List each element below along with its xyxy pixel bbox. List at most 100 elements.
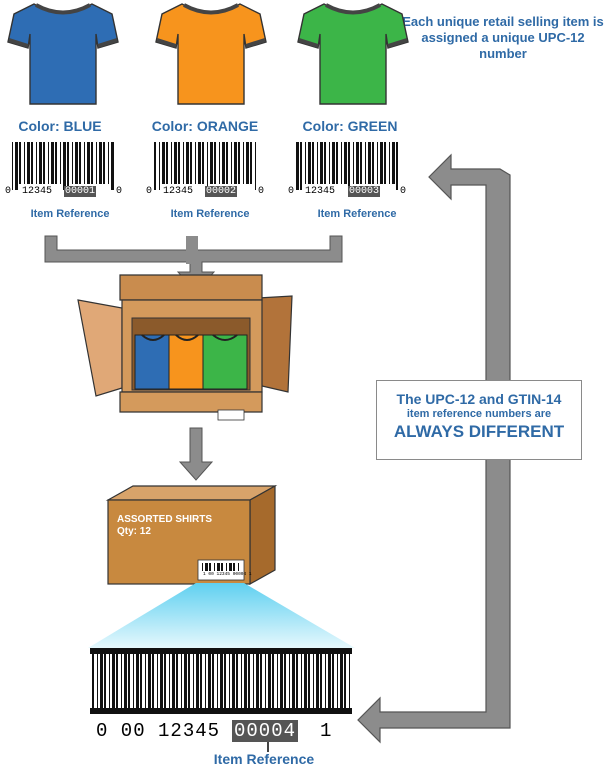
shirt-body <box>297 3 409 105</box>
upc-item-ref-digits: 00002 <box>205 186 238 197</box>
barcode-bar <box>372 142 374 184</box>
barcode-bar <box>195 142 196 184</box>
barcode-bar <box>157 654 158 708</box>
barcode-bar <box>231 142 232 184</box>
barcode-bar <box>304 654 307 708</box>
item-reference-label-blue: Item Reference <box>30 208 110 220</box>
upc-barcode-blue <box>12 142 114 190</box>
barcode-bar <box>24 142 25 184</box>
merge-arrow <box>44 235 343 293</box>
gtin-digits-item-ref: 00004 <box>232 720 299 742</box>
barcode-bar <box>84 142 85 184</box>
barcode-bar <box>208 654 211 708</box>
shirt-cuff <box>8 38 29 48</box>
barcode-bar <box>87 142 90 184</box>
barcode-bar <box>349 654 350 708</box>
barcode-bar <box>112 654 115 708</box>
barcode-bar <box>169 654 170 708</box>
upc-check-digit: 0 <box>258 186 265 197</box>
barcode-bar <box>344 654 346 708</box>
gtin-bearer-top <box>90 648 352 654</box>
shirt-cuff <box>387 38 408 48</box>
barcode-bar <box>19 142 21 184</box>
barcode-bar <box>92 654 94 708</box>
barcode-bar <box>255 142 256 190</box>
barcode-bar <box>210 142 213 184</box>
barcode-bar <box>51 142 54 184</box>
barcode-bar <box>193 654 194 708</box>
shirt-cuff <box>245 38 266 48</box>
barcode-bar <box>260 654 262 708</box>
info-line-2: item reference numbers are <box>406 408 552 420</box>
barcode-bar <box>250 142 252 184</box>
barcode-bar <box>171 142 172 184</box>
barcode-bar <box>256 654 259 708</box>
barcode-bar <box>72 142 73 184</box>
barcode-bar <box>248 654 250 708</box>
barcode-bar <box>222 142 225 184</box>
barcode-bar <box>305 142 306 184</box>
barcode-bar <box>356 142 359 184</box>
case-label-qty: Qty: 12 <box>117 526 151 537</box>
barcode-bar <box>27 142 30 184</box>
barcode-bar <box>181 654 182 708</box>
barcode-bar <box>184 654 187 708</box>
barcode-bar <box>389 142 390 184</box>
barcode-bar <box>317 142 318 184</box>
headline: Each unique retail selling item is assig… <box>402 14 604 61</box>
barcode-bar <box>360 142 362 184</box>
upc-item-ref-digits: 00001 <box>64 186 97 197</box>
barcode-bar <box>172 654 175 708</box>
barcode-bar <box>79 142 81 184</box>
barcode-bar <box>200 654 202 708</box>
barcode-bar <box>202 563 203 571</box>
barcode-bar <box>43 142 45 184</box>
barcode-bar <box>39 142 42 184</box>
barcode-bar <box>136 654 139 708</box>
barcode-bar <box>124 654 127 708</box>
barcode-bar <box>229 563 232 571</box>
upc-mfr-digits: 12345 <box>163 186 194 197</box>
barcode-bar <box>109 654 110 708</box>
barcode-bar <box>217 563 220 571</box>
barcode-bar <box>190 142 192 184</box>
barcode-bar <box>312 142 314 184</box>
barcode-bar <box>164 654 166 708</box>
open-box <box>77 274 293 421</box>
barcode-bar <box>324 142 326 184</box>
barcode-bar <box>308 654 310 708</box>
barcode-bar <box>152 654 154 708</box>
barcode-bar <box>229 654 230 708</box>
barcode-bar <box>296 654 298 708</box>
barcode-bar <box>332 654 334 708</box>
barcode-bar <box>145 654 146 708</box>
barcode-bar <box>337 654 338 708</box>
barcode-bar <box>220 654 223 708</box>
barcode-bar <box>396 142 398 190</box>
barcode-bar <box>99 142 102 184</box>
barcode-bar <box>159 142 160 190</box>
barcode-bar <box>48 142 49 184</box>
barcode-bar <box>226 142 228 184</box>
barcode-bar <box>178 142 180 184</box>
barcode-bar <box>104 654 106 708</box>
barcode-bar <box>12 142 13 190</box>
shirt-collar <box>325 3 381 15</box>
barcode-bar <box>344 142 347 184</box>
barcode-bar <box>316 654 319 708</box>
barcode-bar <box>183 142 184 184</box>
barcode-bar <box>241 654 242 708</box>
gtin-bearer-bottom <box>90 708 352 714</box>
barcode-bar <box>221 563 223 571</box>
shirt-cuff <box>156 38 177 48</box>
info-line-1: The UPC-12 and GTIN-14 <box>396 391 562 407</box>
gtin-ref-tick <box>267 742 269 752</box>
barcode-bar <box>232 654 235 708</box>
case-mini-barcode-text: 1 00 12345 00004 1 <box>203 572 252 577</box>
barcode-bar <box>212 654 214 708</box>
shirt-body <box>155 3 267 105</box>
shirt-cuff <box>298 38 319 48</box>
barcode-bar <box>329 142 330 184</box>
barcode-bar <box>100 654 103 708</box>
